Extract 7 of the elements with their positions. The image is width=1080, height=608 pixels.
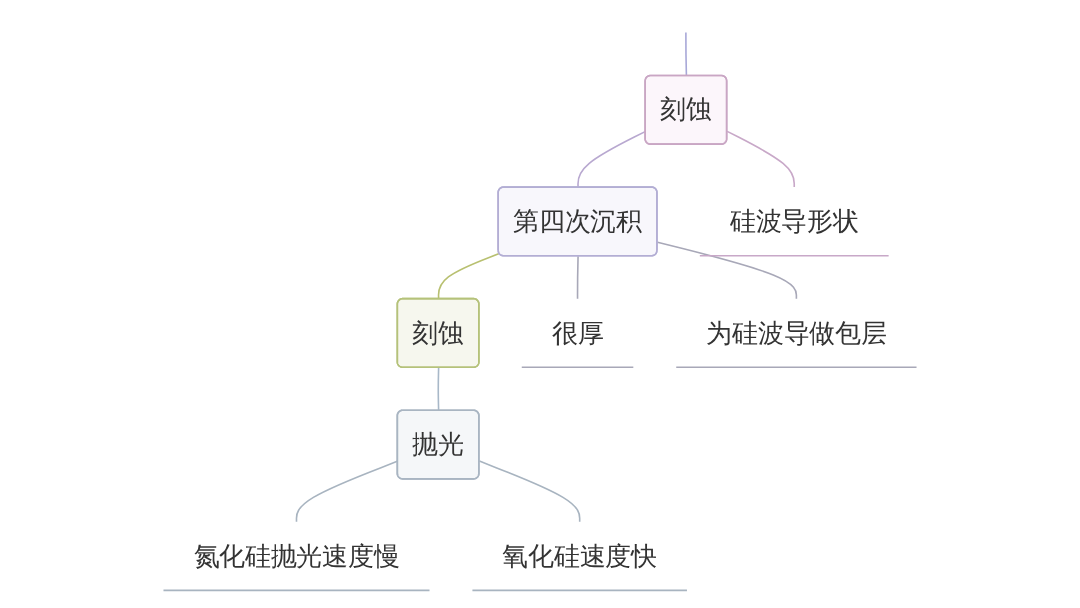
connector <box>478 460 581 523</box>
connector <box>726 130 796 188</box>
connector <box>685 31 688 77</box>
connector <box>576 255 579 300</box>
connector <box>437 367 440 412</box>
connector <box>656 241 798 300</box>
connector <box>437 252 501 300</box>
